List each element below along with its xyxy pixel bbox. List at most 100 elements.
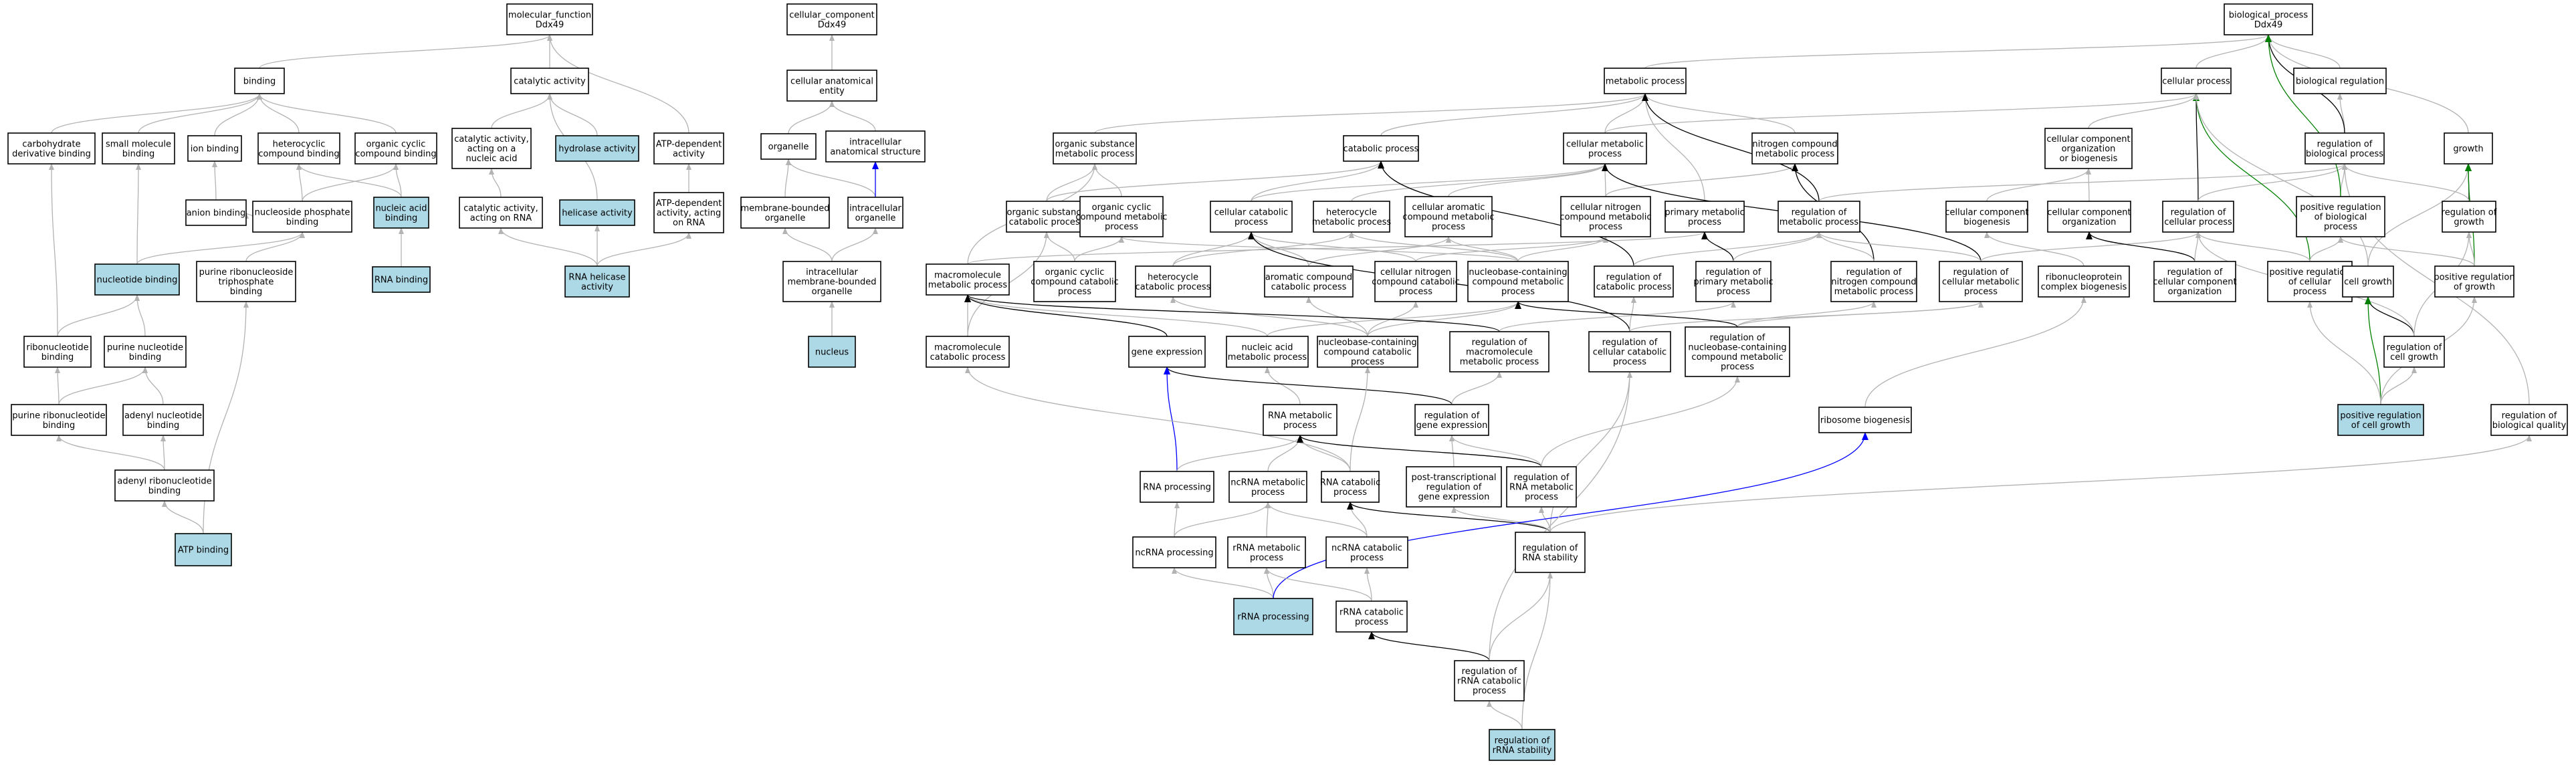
go-term-node[interactable]: growth: [2444, 132, 2493, 165]
go-term-node[interactable]: ion binding: [187, 135, 242, 162]
go-term-node[interactable]: RNA processing: [1140, 471, 1214, 503]
go-term-node[interactable]: gene expression: [1128, 336, 1206, 368]
go-term-node[interactable]: anion binding: [185, 199, 247, 226]
go-term-node[interactable]: ncRNA processing: [1132, 536, 1216, 568]
go-term-node[interactable]: hydrolase activity: [555, 135, 639, 162]
go-term-node[interactable]: catabolic process: [1343, 135, 1419, 162]
go-term-node[interactable]: nucleus: [808, 336, 856, 368]
go-term-node[interactable]: binding: [234, 68, 285, 94]
go-term-node[interactable]: metabolic process: [1604, 68, 1687, 94]
go-term-node[interactable]: cellular process: [2161, 68, 2232, 94]
go-term-node[interactable]: catalytic activity: [510, 68, 589, 94]
go-term-node[interactable]: rRNA processing: [1233, 598, 1313, 635]
go-term-node[interactable]: ATP binding: [175, 533, 232, 566]
go-term-node[interactable]: helicase activity: [559, 199, 635, 226]
go-term-node[interactable]: organelle: [760, 133, 817, 160]
go-term-node[interactable]: catalytic activity,acting on RNA: [459, 197, 543, 229]
go-term-node[interactable]: biological regulation: [2293, 68, 2387, 94]
go-term-node[interactable]: nucleotide binding: [94, 263, 180, 296]
go-term-node[interactable]: cell growth: [2342, 265, 2394, 298]
go-term-node[interactable]: ribosome biogenesis: [1818, 407, 1912, 433]
go-term-node[interactable]: RNA binding: [372, 266, 431, 293]
go-term-node[interactable]: regulation ofnucleobase-containingcompou…: [1685, 326, 1790, 377]
